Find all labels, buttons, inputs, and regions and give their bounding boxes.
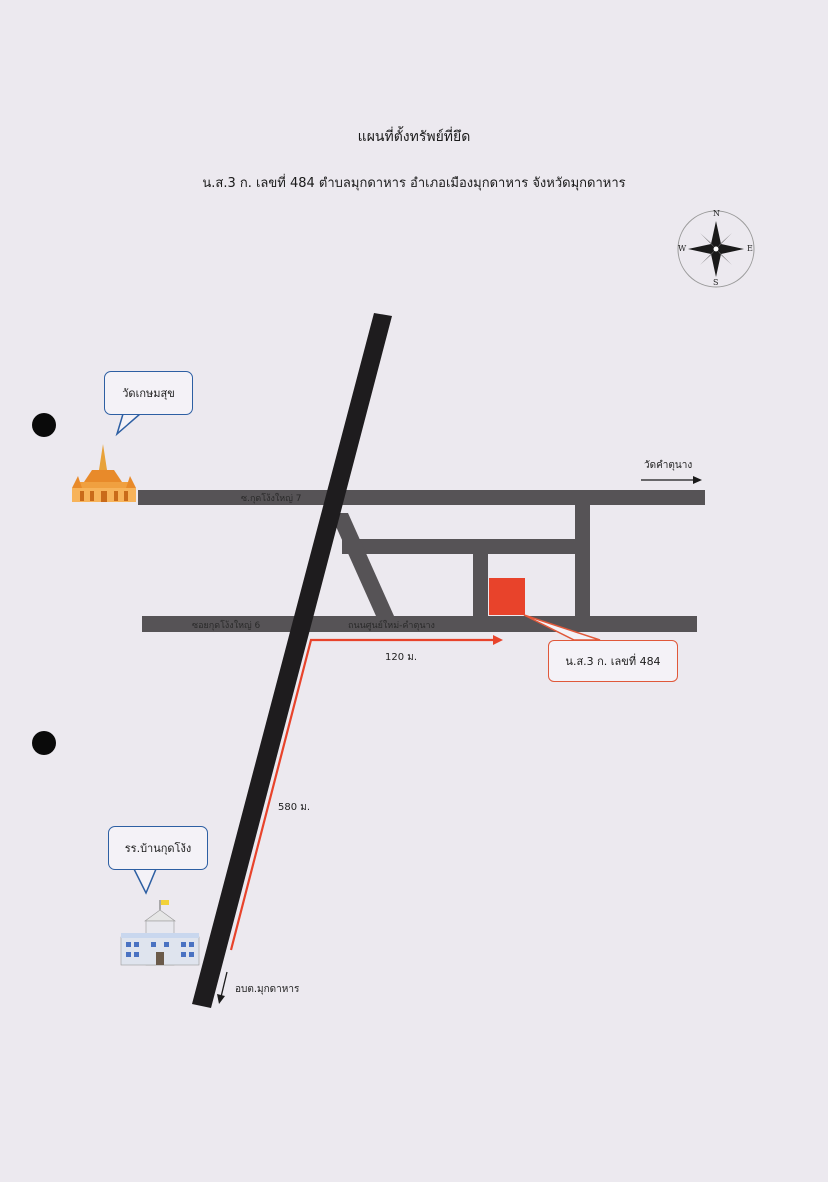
vertical-distance-label: 580 ม. (278, 802, 311, 813)
lower-left-road-label: ซอยกุดโง้งใหญ่ 6 (192, 621, 261, 631)
route-line (229, 638, 497, 951)
compass-icon (677, 210, 755, 288)
east-destination-label: วัดคำตุนาง (644, 460, 693, 471)
school-bubble: รร.บ้านกุดโง้ง (108, 826, 208, 870)
upper-road-label: ซ.กุดโง้งใหญ่ 7 (241, 494, 302, 504)
compass-west-label: W (678, 244, 687, 253)
south-arrow-line (220, 971, 228, 998)
middle-road (342, 539, 578, 554)
page-subtitle: น.ส.3 ก. เลขที่ 484 ตำบลมุกดาหาร อำเภอเม… (202, 176, 626, 191)
upper-road (138, 490, 705, 505)
connector-road-right (575, 505, 590, 618)
south-arrow-head-icon (217, 994, 225, 1004)
route-arrow-head (493, 635, 503, 645)
lower-right-road-label: ถนนศูนย์ใหม่-คำตุนาง (348, 621, 435, 631)
main-highway (192, 313, 392, 1008)
south-destination-label: อบต.มุกดาหาร (235, 984, 300, 995)
east-arrow-head-icon (693, 476, 702, 484)
property-callout: น.ส.3 ก. เลขที่ 484 (548, 640, 678, 682)
connector-road-left (473, 539, 488, 632)
horizontal-distance-label: 120 ม. (385, 652, 418, 663)
school-icon (120, 900, 200, 966)
binder-hole-bottom (32, 731, 56, 755)
diagonal-connector-road (330, 513, 394, 616)
page-title: แผนที่ตั้งทรัพย์ที่ยึด (357, 129, 471, 145)
binder-hole-top (32, 413, 56, 437)
compass-east-label: E (747, 244, 753, 253)
compass-north-label: N (713, 209, 720, 218)
school-bubble-tail (132, 868, 158, 895)
property-plot (489, 578, 525, 615)
temple-bubble: วัดเกษมสุข (104, 371, 193, 415)
compass-south-label: S (713, 278, 719, 287)
temple-bubble-tail (115, 413, 143, 437)
temple-icon (72, 444, 136, 502)
